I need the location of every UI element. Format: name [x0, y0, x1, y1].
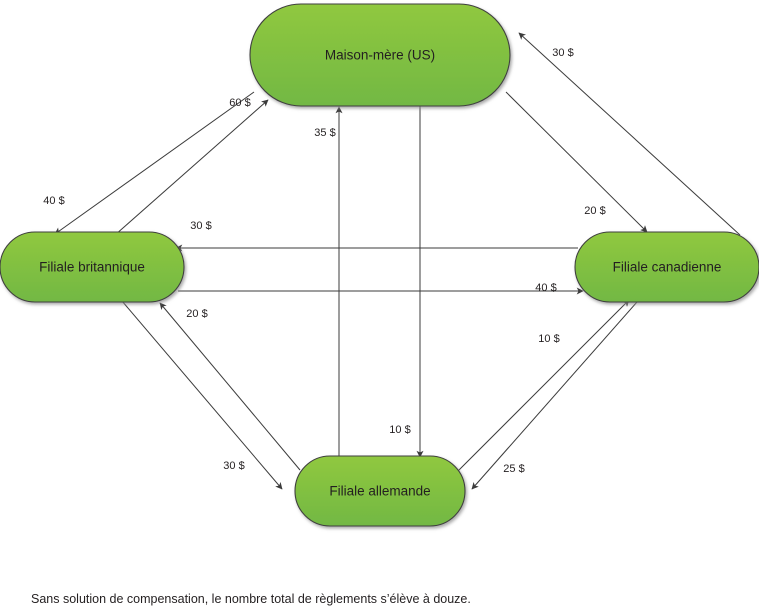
edge-uk-to-us	[114, 99, 269, 236]
edge-label-de-to-uk: 20 $	[186, 308, 207, 320]
edge-label-uk-to-ca: 40 $	[535, 282, 556, 294]
node-shape-de	[294, 455, 466, 527]
edge-label-uk-to-us: 60 $	[229, 97, 250, 109]
edge-de-to-uk	[159, 302, 301, 471]
edge-us-to-uk	[54, 91, 255, 235]
edge-label-us-to-uk: 40 $	[43, 195, 64, 207]
node-ca[interactable]: Filiale canadienne	[574, 231, 759, 303]
edge-label-ca-to-us: 30 $	[552, 47, 573, 59]
edge-label-us-to-de: 10 $	[389, 424, 410, 436]
node-shape-ca	[574, 231, 759, 303]
edges-layer	[54, 32, 741, 490]
edge-uk-to-de	[121, 300, 283, 490]
node-uk[interactable]: Filiale britannique	[0, 231, 185, 303]
node-de[interactable]: Filiale allemande	[294, 455, 466, 527]
edge-ca-to-us	[518, 32, 741, 236]
edge-ca-to-de	[471, 301, 638, 490]
edge-label-uk-to-de: 30 $	[223, 460, 244, 472]
edge-us-to-ca	[505, 91, 648, 233]
diagram-caption: Sans solution de compensation, le nombre…	[31, 592, 471, 606]
edge-label-ca-to-de: 25 $	[503, 463, 524, 475]
edge-label-ca-to-uk: 30 $	[190, 220, 211, 232]
edge-labels-layer: 60 $ 40 $ 20 $ 30 $ 35 $ 10 $ 30 $ 40 $ 20 $ 30 $…	[43, 47, 605, 475]
edge-label-us-to-ca: 20 $	[584, 205, 605, 217]
edge-de-to-ca	[454, 299, 630, 475]
edge-label-de-to-ca: 10 $	[538, 333, 559, 345]
node-us[interactable]: Maison-mère (US)	[249, 3, 511, 107]
edge-label-de-to-us: 35 $	[314, 127, 335, 139]
node-shape-us	[249, 3, 511, 107]
node-shape-uk	[0, 231, 185, 303]
